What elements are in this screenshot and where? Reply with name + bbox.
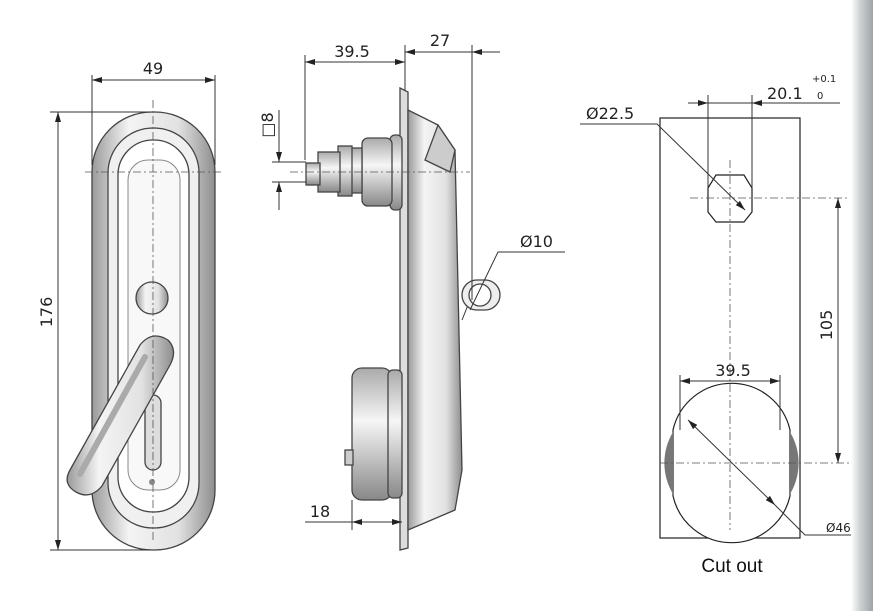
lower-depth-label: 18 (310, 502, 330, 521)
side-view: 39.5 27 □8 Ø10 18 (258, 31, 565, 551)
square-label: □8 (258, 112, 277, 137)
depth-label: 27 (430, 31, 450, 50)
front-width-label: 49 (143, 59, 163, 78)
lug-hole-label: Ø10 (520, 232, 553, 251)
center-distance-label: 105 (817, 310, 836, 341)
front-height-label: 176 (37, 297, 56, 328)
shaft-length-label: 39.5 (334, 42, 370, 61)
square-hole-diameter-label: Ø22.5 (586, 104, 634, 123)
cutout-view: 20.1 +0.1 0 Ø22.5 105 39.5 Ø46 Cut out (580, 74, 862, 577)
tolerance-lower: 0 (817, 91, 823, 102)
scan-edge-shadow (851, 0, 873, 611)
round-hole-width-label: 39.5 (715, 361, 751, 380)
round-hole-diameter-label: Ø46 (826, 521, 851, 535)
square-hole-width-label: 20.1 (767, 84, 803, 103)
front-view: 49 176 (37, 59, 222, 551)
cutout-caption: Cut out (701, 556, 763, 577)
tolerance-upper: +0.1 (812, 74, 836, 85)
